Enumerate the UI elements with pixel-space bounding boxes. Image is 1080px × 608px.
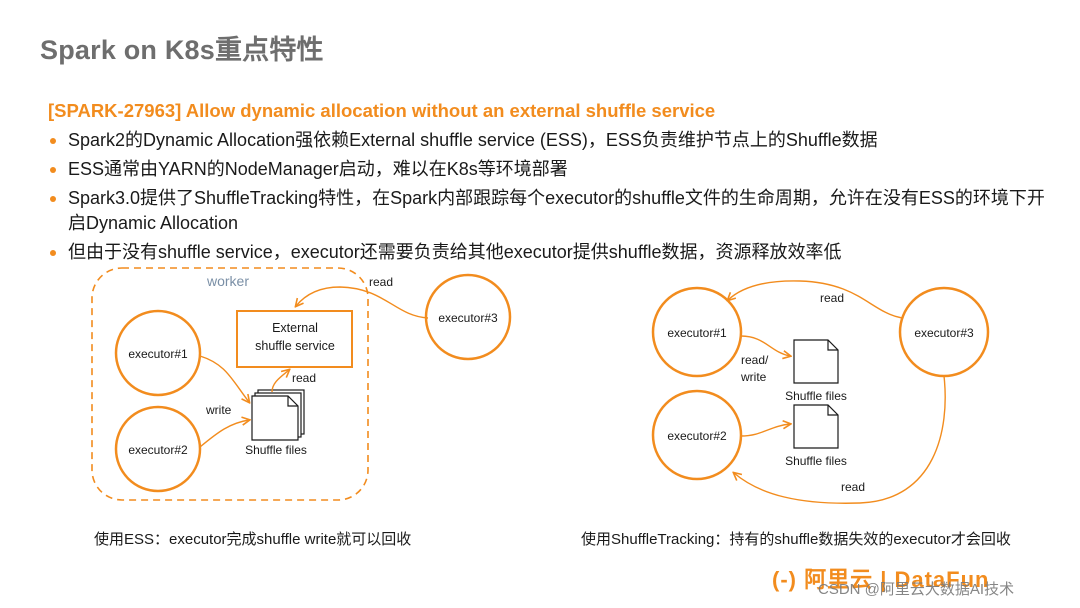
read-arrow-files-to-ess: [271, 370, 289, 393]
bullet-item: Spark3.0提供了ShuffleTracking特性，在Spark内部跟踪每…: [48, 186, 1058, 236]
read-label-top: read: [820, 291, 844, 305]
ess-label-line1: External: [272, 321, 318, 335]
right-diagram: executor#1 executor#2 executor#3 Shuffle…: [651, 280, 990, 504]
read-arrow-executor3-to-executor1: [728, 280, 903, 319]
read-label-bottom: read: [841, 480, 865, 494]
page-title: Spark on K8s重点特性: [40, 35, 324, 65]
executor-2-node: [114, 405, 202, 493]
read-write-arrow-executor1: [740, 335, 790, 356]
shuffle-files-label: Shuffle files: [245, 443, 307, 457]
worker-label: worker: [206, 273, 249, 289]
shuffle-files-label-1: Shuffle files: [785, 389, 847, 403]
read-write-label-1: read/: [741, 353, 769, 367]
left-diagram: worker External shuffle service executor…: [91, 267, 512, 501]
ess-box: [236, 310, 353, 368]
executor-1-label: executor#1: [667, 326, 727, 340]
executor-3-node: [424, 273, 512, 361]
bullet-list: Spark2的Dynamic Allocation强依赖External shu…: [48, 128, 1058, 269]
shuffle-file-icon: [793, 339, 839, 384]
bullet-item: ESS通常由YARN的NodeManager启动，难以在K8s等环境部署: [48, 157, 1058, 182]
executor-2-label: executor#2: [128, 443, 188, 457]
shuffle-files-label-2: Shuffle files: [785, 454, 847, 468]
read-label-mid: read: [292, 371, 316, 385]
executor-3-label: executor#3: [914, 326, 974, 340]
footer-logo: (-) 阿里云 | DataFun: [772, 567, 990, 592]
write-arrow-executor2: [199, 420, 249, 448]
shuffle-file-icon: [793, 404, 839, 449]
worker-box: [91, 267, 369, 501]
shuffle-files-icon: [251, 389, 305, 441]
write-arrow-executor2: [740, 424, 790, 437]
executor-1-node: [651, 286, 743, 378]
write-label: write: [205, 403, 232, 417]
bullet-item: Spark2的Dynamic Allocation强依赖External shu…: [48, 128, 1058, 153]
bullet-item: 但由于没有shuffle service，executor还需要负责给其他exe…: [48, 240, 1058, 265]
read-arrow-executor3-to-executor2: [734, 375, 946, 504]
executor-2-node: [651, 389, 743, 481]
ess-label-line2: shuffle service: [255, 339, 335, 353]
executor-2-label: executor#2: [667, 429, 727, 443]
caption-left: 使用ESS：executor完成shuffle write就可以回收: [94, 531, 412, 548]
executor-3-label: executor#3: [438, 311, 498, 325]
read-write-label-2: write: [740, 370, 767, 384]
section-subtitle: [SPARK-27963] Allow dynamic allocation w…: [48, 100, 716, 121]
executor-1-label: executor#1: [128, 347, 188, 361]
watermark: CSDN @阿里云大数据AI技术: [818, 581, 1015, 598]
write-arrow-executor1: [199, 355, 249, 402]
read-label-top: read: [369, 275, 393, 289]
executor-1-node: [114, 309, 202, 397]
caption-right: 使用ShuffleTracking：持有的shuffle数据失效的executo…: [581, 531, 1011, 548]
read-arrow-executor3-to-ess: [296, 286, 429, 319]
